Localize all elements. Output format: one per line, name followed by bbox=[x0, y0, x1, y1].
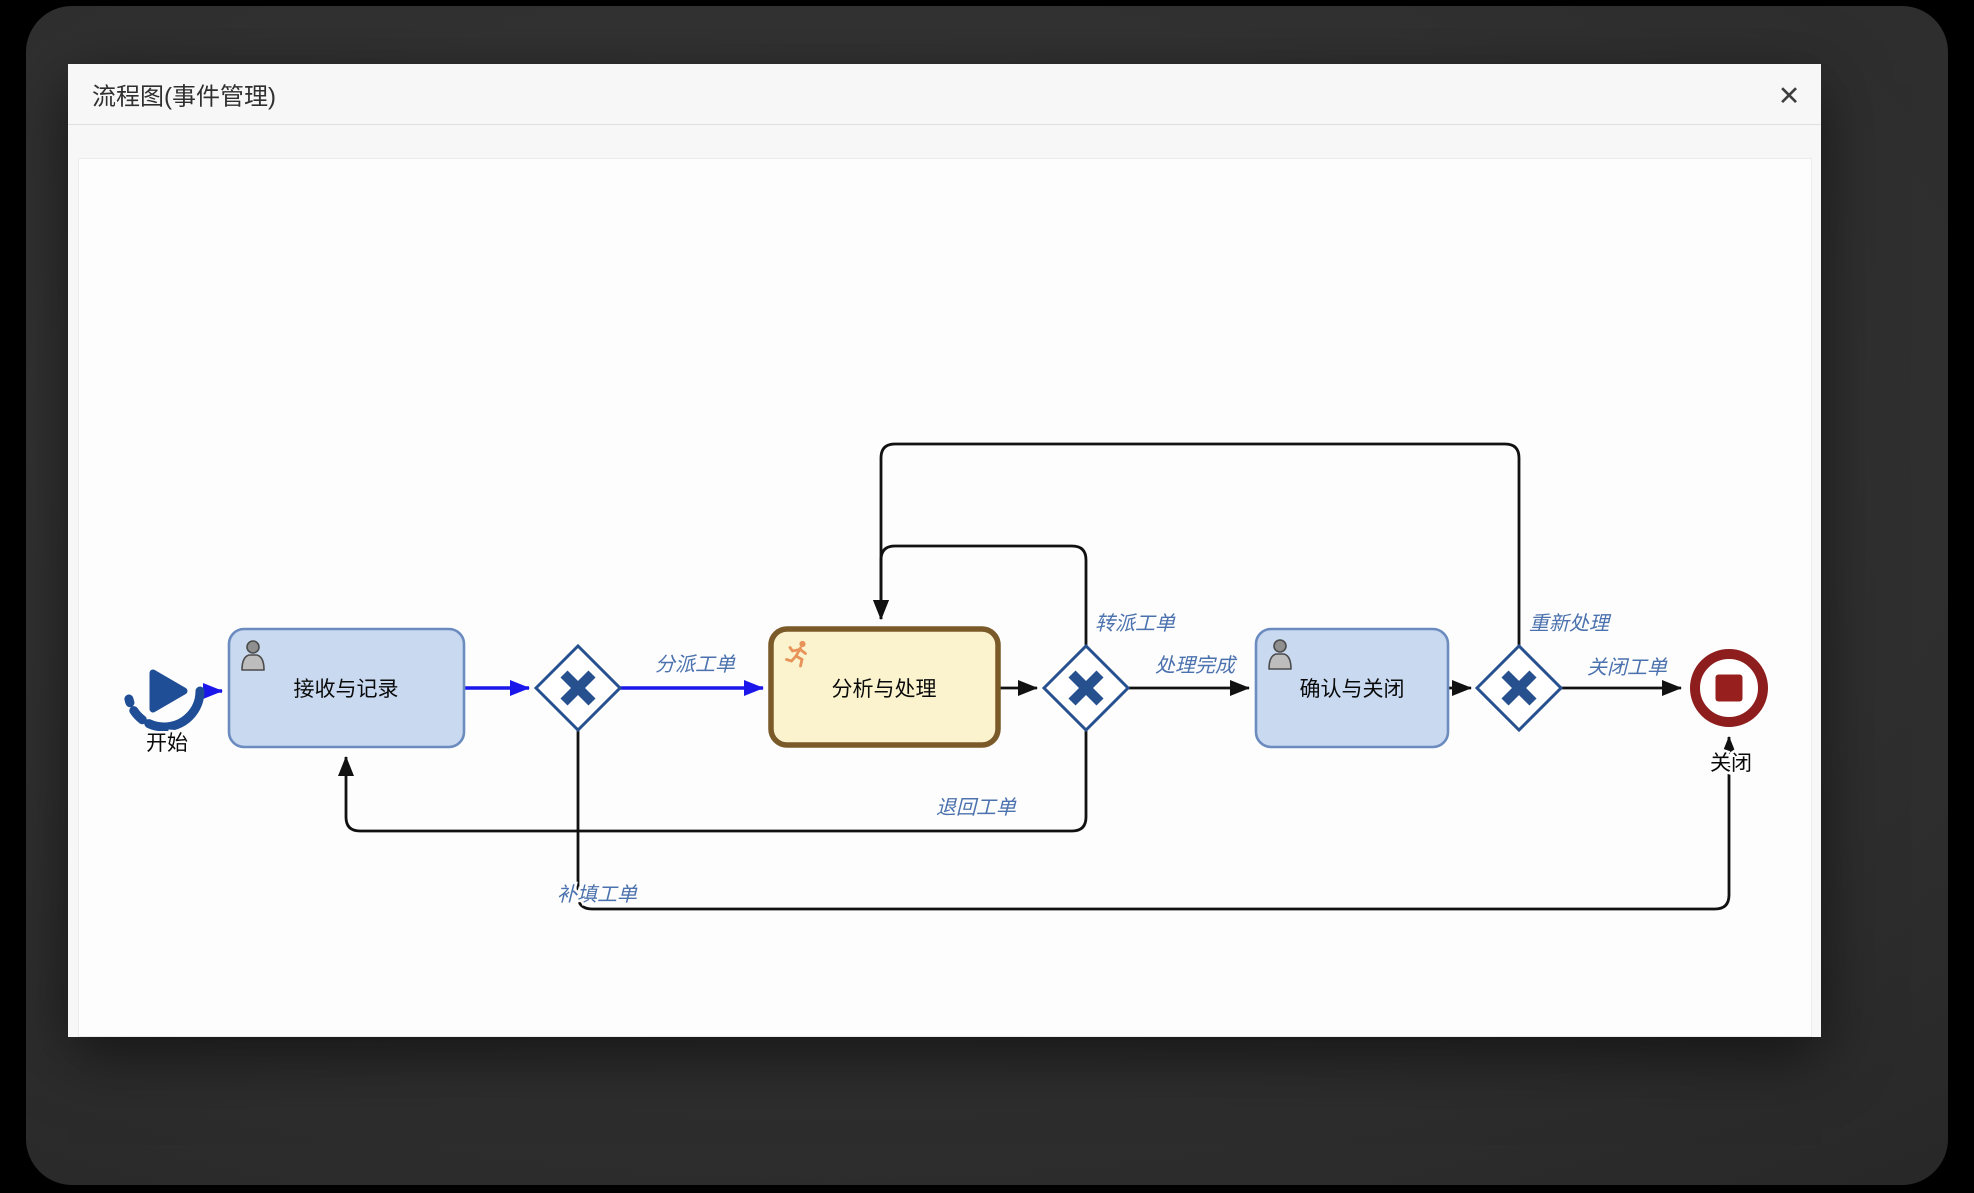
user-icon bbox=[1268, 639, 1292, 670]
start-label: 开始 bbox=[146, 732, 188, 755]
task-receive-label: 接收与记录 bbox=[294, 678, 399, 701]
flow-labels: 分派工单 转派工单 处理完成 重新处理 关闭工单 退回工单 补填工单 bbox=[555, 611, 1671, 909]
task-analyze-box bbox=[768, 626, 1001, 748]
flow-label-redo: 重新处理 bbox=[1529, 613, 1612, 635]
exclusive-x-icon bbox=[560, 670, 596, 706]
flowchart-modal: 流程图(事件管理) ✕ bbox=[68, 64, 1821, 1037]
diagram-canvas[interactable]: 分派工单 转派工单 处理完成 重新处理 关闭工单 退回工单 补填工单 开始 bbox=[78, 158, 1812, 1037]
user-icon bbox=[241, 640, 265, 671]
gateway-3 bbox=[1474, 643, 1564, 733]
start-event-node: 开始 bbox=[123, 650, 205, 758]
start-play-icon bbox=[149, 669, 188, 713]
end-label: 关闭 bbox=[1710, 752, 1752, 775]
exclusive-x-icon bbox=[1068, 670, 1104, 706]
exclusive-x-icon bbox=[1501, 670, 1537, 706]
flow-label-dispatch: 分派工单 bbox=[655, 654, 736, 676]
task-receive-box bbox=[227, 627, 466, 749]
flow-label-close: 关闭工单 bbox=[1587, 657, 1668, 679]
task-confirm-node: 确认与关闭 bbox=[1254, 627, 1450, 749]
modal-header: 流程图(事件管理) ✕ bbox=[68, 64, 1821, 125]
end-stop-square-icon bbox=[1715, 674, 1743, 702]
flow-redo-loop bbox=[873, 442, 1521, 646]
flow-refill-loop bbox=[576, 730, 1737, 911]
gateway-1 bbox=[533, 643, 623, 733]
modal-title: 流程图(事件管理) bbox=[92, 83, 276, 111]
gateway-2 bbox=[1041, 643, 1131, 733]
task-confirm-label: 确认与关闭 bbox=[1300, 678, 1405, 701]
bpmn-diagram: 分派工单 转派工单 处理完成 重新处理 关闭工单 退回工单 补填工单 开始 bbox=[123, 442, 1768, 911]
runner-icon bbox=[785, 640, 807, 668]
flow-return-loop bbox=[338, 730, 1088, 833]
flow-transfer-loop bbox=[873, 544, 1088, 646]
task-confirm-box bbox=[1254, 627, 1450, 749]
task-analyze-node: 分析与处理 bbox=[768, 626, 1001, 748]
task-analyze-label: 分析与处理 bbox=[832, 678, 937, 701]
flow-label-refill: 补填工单 bbox=[557, 884, 638, 906]
flow-label-done: 处理完成 bbox=[1155, 655, 1238, 677]
flow-label-return: 退回工单 bbox=[936, 797, 1017, 819]
task-receive-node: 接收与记录 bbox=[227, 627, 466, 749]
close-icon[interactable]: ✕ bbox=[1771, 78, 1807, 114]
end-event-node: 关闭 bbox=[1690, 649, 1768, 778]
flow-label-transfer: 转派工单 bbox=[1095, 613, 1176, 635]
flow-lines bbox=[203, 442, 1737, 911]
